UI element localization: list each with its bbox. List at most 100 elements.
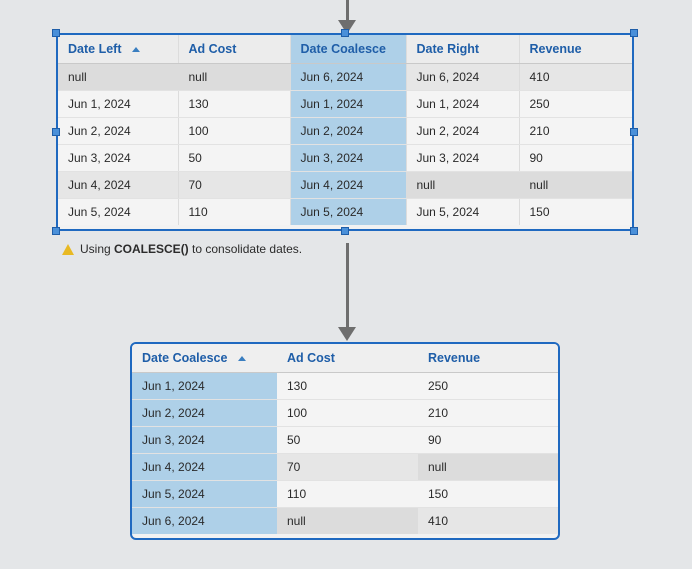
column-header-revenue[interactable]: Revenue <box>418 344 558 373</box>
join-result-table[interactable]: Date Left Ad Cost Date Coalesce Date Rig… <box>56 33 634 231</box>
cell-revenue: 410 <box>418 507 558 534</box>
column-header-label: Revenue <box>428 351 481 365</box>
table-row[interactable]: Jun 3, 2024 50 Jun 3, 2024 Jun 3, 2024 9… <box>58 144 632 172</box>
arrow-head-icon <box>338 327 356 341</box>
cell-date-coalesce: Jun 2, 2024 <box>132 399 277 427</box>
cell-ad-cost: 130 <box>177 90 290 118</box>
selection-handle-top-right[interactable] <box>630 29 638 37</box>
selection-handle-bottom-left[interactable] <box>52 227 60 235</box>
result-table-header: Date Coalesce Ad Cost Revenue <box>132 344 558 373</box>
table-row[interactable]: Jun 5, 2024 110 Jun 5, 2024 Jun 5, 2024 … <box>58 198 632 225</box>
cell-revenue: 210 <box>418 399 558 427</box>
sort-ascending-icon <box>131 47 140 53</box>
column-header-date-left[interactable]: Date Left <box>58 35 178 64</box>
cell-date-right: Jun 1, 2024 <box>405 90 519 118</box>
selection-handle-middle-right[interactable] <box>630 128 638 136</box>
cell-revenue: 150 <box>418 480 558 508</box>
sort-ascending-icon <box>237 356 246 362</box>
result-table-grid: Date Coalesce Ad Cost Revenue Jun 1, 202… <box>132 344 558 534</box>
cell-date-coalesce: Jun 1, 2024 <box>289 90 406 118</box>
cell-ad-cost: 70 <box>177 171 290 199</box>
caption: Using COALESCE() to consolidate dates. <box>62 242 302 256</box>
table-row[interactable]: Jun 3, 2024 50 90 <box>132 426 558 454</box>
cell-ad-cost: null <box>177 63 290 91</box>
cell-date-right: null <box>405 171 519 199</box>
cell-revenue: 90 <box>418 426 558 454</box>
cell-date-coalesce: Jun 6, 2024 <box>132 507 277 534</box>
warning-triangle-icon <box>62 243 74 255</box>
cell-date-coalesce: Jun 3, 2024 <box>289 144 406 172</box>
column-header-date-coalesce[interactable]: Date Coalesce <box>132 344 277 373</box>
arrow-shaft <box>345 243 349 329</box>
cell-revenue: 250 <box>418 372 558 400</box>
arrow-shaft <box>345 0 349 22</box>
cell-date-coalesce: Jun 4, 2024 <box>289 171 406 199</box>
table-row[interactable]: null null Jun 6, 2024 Jun 6, 2024 410 <box>58 63 632 91</box>
column-header-date-coalesce[interactable]: Date Coalesce <box>289 35 406 64</box>
selection-handle-top-left[interactable] <box>52 29 60 37</box>
column-header-label: Date Left <box>68 42 122 56</box>
table-row[interactable]: Jun 2, 2024 100 Jun 2, 2024 Jun 2, 2024 … <box>58 117 632 145</box>
cell-ad-cost: null <box>277 507 418 534</box>
cell-date-left: Jun 2, 2024 <box>58 117 178 145</box>
cell-revenue: 210 <box>518 117 632 145</box>
coalesced-result-table[interactable]: Date Coalesce Ad Cost Revenue Jun 1, 202… <box>130 342 560 540</box>
cell-ad-cost: 110 <box>277 480 418 508</box>
cell-ad-cost: 50 <box>277 426 418 454</box>
column-header-revenue[interactable]: Revenue <box>518 35 632 64</box>
cell-revenue: 150 <box>518 198 632 225</box>
cell-date-right: Jun 6, 2024 <box>405 63 519 91</box>
table-row[interactable]: Jun 5, 2024 110 150 <box>132 480 558 508</box>
join-table-header: Date Left Ad Cost Date Coalesce Date Rig… <box>58 35 632 64</box>
cell-revenue: 250 <box>518 90 632 118</box>
arrow-into-result-table <box>329 243 365 341</box>
cell-date-left: Jun 4, 2024 <box>58 171 178 199</box>
column-header-ad-cost[interactable]: Ad Cost <box>277 344 418 373</box>
cell-date-left: Jun 5, 2024 <box>58 198 178 225</box>
cell-ad-cost: 130 <box>277 372 418 400</box>
cell-revenue: null <box>418 453 558 481</box>
cell-date-right: Jun 3, 2024 <box>405 144 519 172</box>
column-header-label: Ad Cost <box>287 351 335 365</box>
join-table-body: null null Jun 6, 2024 Jun 6, 2024 410 Ju… <box>58 63 632 225</box>
cell-ad-cost: 100 <box>177 117 290 145</box>
header-row: Date Coalesce Ad Cost Revenue <box>132 344 558 373</box>
cell-date-right: Jun 2, 2024 <box>405 117 519 145</box>
selection-handle-middle-left[interactable] <box>52 128 60 136</box>
column-header-date-right[interactable]: Date Right <box>405 35 519 64</box>
cell-date-coalesce: Jun 3, 2024 <box>132 426 277 454</box>
column-header-label: Date Coalesce <box>142 351 228 365</box>
cell-date-coalesce: Jun 5, 2024 <box>289 198 406 225</box>
cell-ad-cost: 110 <box>177 198 290 225</box>
caption-suffix: to consolidate dates. <box>188 242 303 256</box>
cell-date-coalesce: Jun 5, 2024 <box>132 480 277 508</box>
column-header-label: Revenue <box>529 42 582 56</box>
column-header-ad-cost[interactable]: Ad Cost <box>177 35 290 64</box>
cell-ad-cost: 50 <box>177 144 290 172</box>
cell-date-left: Jun 1, 2024 <box>58 90 178 118</box>
cell-date-left: null <box>58 63 178 91</box>
selection-handle-top-center[interactable] <box>341 29 349 37</box>
cell-date-coalesce: Jun 2, 2024 <box>289 117 406 145</box>
table-row[interactable]: Jun 1, 2024 130 Jun 1, 2024 Jun 1, 2024 … <box>58 90 632 118</box>
caption-text: Using COALESCE() to consolidate dates. <box>80 242 302 256</box>
caption-code: COALESCE() <box>114 242 189 256</box>
cell-date-right: Jun 5, 2024 <box>405 198 519 225</box>
cell-ad-cost: 70 <box>277 453 418 481</box>
cell-date-coalesce: Jun 1, 2024 <box>132 372 277 400</box>
table-row[interactable]: Jun 6, 2024 null 410 <box>132 507 558 534</box>
cell-date-left: Jun 3, 2024 <box>58 144 178 172</box>
cell-revenue: 90 <box>518 144 632 172</box>
result-table-body: Jun 1, 2024 130 250 Jun 2, 2024 100 210 … <box>132 372 558 534</box>
cell-date-coalesce: Jun 4, 2024 <box>132 453 277 481</box>
selection-handle-bottom-center[interactable] <box>341 227 349 235</box>
join-table-grid: Date Left Ad Cost Date Coalesce Date Rig… <box>58 35 632 225</box>
header-row: Date Left Ad Cost Date Coalesce Date Rig… <box>58 35 632 64</box>
table-row[interactable]: Jun 2, 2024 100 210 <box>132 399 558 427</box>
table-row[interactable]: Jun 4, 2024 70 null <box>132 453 558 481</box>
table-row[interactable]: Jun 1, 2024 130 250 <box>132 372 558 400</box>
table-row[interactable]: Jun 4, 2024 70 Jun 4, 2024 null null <box>58 171 632 199</box>
selection-handle-bottom-right[interactable] <box>630 227 638 235</box>
column-header-label: Date Coalesce <box>300 42 386 56</box>
caption-prefix: Using <box>80 242 115 256</box>
